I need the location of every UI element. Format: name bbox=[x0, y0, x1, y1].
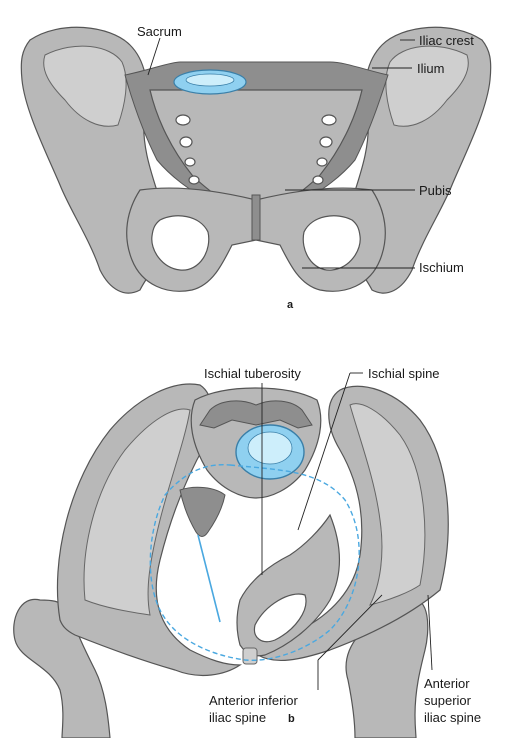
label-ilium: Ilium bbox=[417, 61, 444, 76]
label-anterior-superior-line1: Anterior bbox=[424, 676, 470, 691]
label-anterior-superior-line3: iliac spine bbox=[424, 710, 481, 725]
right-obturator-foramen-a bbox=[302, 215, 361, 271]
conjugate-line bbox=[197, 534, 221, 623]
label-iliac-crest: Iliac crest bbox=[419, 33, 474, 48]
label-pubis: Pubis bbox=[419, 183, 452, 198]
label-ischium: Ischium bbox=[419, 260, 464, 275]
vertebra-processes-b bbox=[199, 400, 313, 429]
left-iliac-fossa bbox=[43, 45, 127, 127]
label-ischial-tuberosity: Ischial tuberosity bbox=[204, 366, 301, 381]
label-anterior-inferior-line2: iliac spine bbox=[209, 710, 266, 725]
right-iliac-fossa bbox=[385, 45, 469, 127]
left-obturator-foramen-a bbox=[151, 215, 210, 271]
obturator-foramen-b bbox=[253, 593, 307, 643]
panel-b-leader-lines bbox=[261, 372, 433, 690]
coccyx-b bbox=[179, 486, 226, 537]
coccyx-a bbox=[251, 194, 261, 241]
left-iliac-fossa-b bbox=[83, 408, 191, 616]
pelvic-inlet-outline bbox=[149, 464, 360, 662]
label-sacrum: Sacrum bbox=[137, 24, 182, 39]
label-ischial-spine: Ischial spine bbox=[368, 366, 440, 381]
panel-b-pelvis-superior bbox=[13, 383, 449, 738]
panel-a-pelvis-posterior bbox=[20, 26, 492, 294]
sacral-foramina bbox=[175, 114, 337, 185]
panel-label-b: b bbox=[288, 713, 295, 725]
panel-a-leader-lines bbox=[147, 37, 415, 269]
pubic-symphysis bbox=[242, 647, 258, 665]
right-iliac-fossa-b bbox=[349, 403, 426, 606]
label-anterior-inferior-line1: Anterior inferior bbox=[209, 693, 299, 708]
panel-label-a: a bbox=[287, 299, 294, 311]
label-anterior-superior-line2: superior bbox=[424, 693, 472, 708]
